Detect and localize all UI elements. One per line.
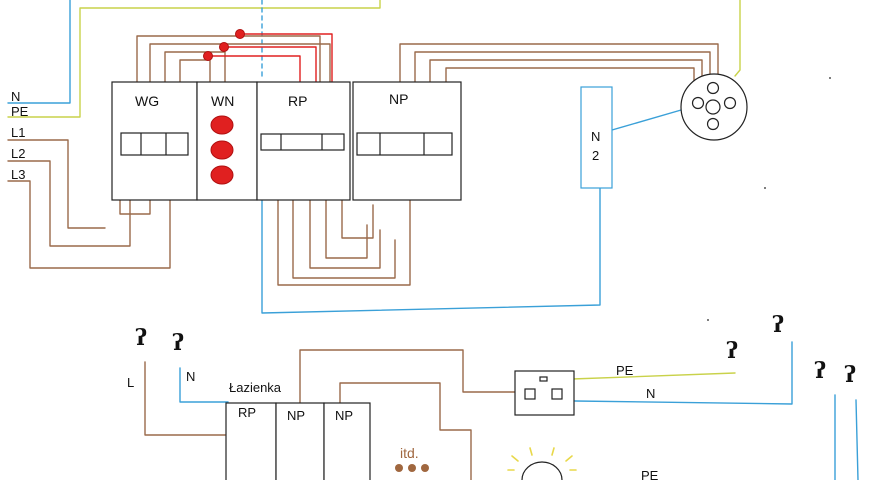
squiggle-4: ʔ — [772, 312, 784, 338]
bottom-module-np-2-label: NP — [335, 408, 353, 423]
wire-neutral-return — [261, 187, 601, 314]
wire-loop-top-1 — [136, 35, 321, 83]
wire-to-socket-3 — [429, 59, 703, 87]
lamp-icon — [521, 461, 563, 480]
wire-l2 — [7, 160, 131, 247]
squiggle-2: ʔ — [172, 330, 184, 356]
supply-label-l3: L3 — [11, 167, 25, 182]
wire-neutral-feed — [7, 0, 71, 104]
indicator-light-1 — [210, 115, 234, 135]
wire-bottom-l — [144, 361, 226, 436]
wire-loop-low-2 — [292, 199, 396, 279]
lamp-wire-label-pe: PE — [641, 468, 659, 480]
indicator-dot-2 — [219, 42, 229, 52]
module-n2-label-2: 2 — [592, 148, 599, 163]
wire-wg-out — [119, 199, 151, 215]
indicator-dot-3 — [203, 51, 213, 61]
lamp-ray-2 — [511, 455, 519, 462]
wire-right-vert-2 — [855, 399, 859, 480]
bottom-input-label-l: L — [127, 375, 134, 390]
room-label: Łazienka — [229, 380, 282, 395]
wire-loop-low-4 — [325, 199, 368, 259]
module-rp-label: RP — [288, 93, 307, 109]
supply-label-l2: L2 — [11, 146, 25, 161]
stray-dot-1 — [829, 77, 831, 79]
wire-indicator-3 — [207, 55, 301, 83]
lamp-ray-4 — [551, 447, 555, 456]
module-np-label: NP — [389, 91, 408, 107]
wire-bottom-brown-2 — [339, 382, 472, 480]
supply-label-l1: L1 — [11, 125, 25, 140]
module-wn-label: WN — [211, 93, 234, 109]
wire-to-socket-1 — [399, 43, 719, 83]
wire-pe-right-feed — [734, 0, 741, 77]
indicator-dot-1 — [235, 29, 245, 39]
wire-loop-top-4 — [179, 59, 211, 83]
lamp-ray-3 — [529, 447, 533, 456]
socket-pin-2 — [691, 96, 705, 110]
wire-loop-low-1 — [277, 199, 411, 286]
wire-loop-top-3 — [164, 51, 226, 83]
wire-l1 — [7, 139, 106, 229]
bottom-module-np-1-label: NP — [287, 408, 305, 423]
squiggle-6: ʔ — [844, 362, 856, 388]
module-np-switch — [356, 132, 453, 156]
indicator-light-3 — [210, 165, 234, 185]
wire-pe-feed — [7, 0, 381, 118]
stray-dot-2 — [764, 187, 766, 189]
wall-socket-pin-pe — [539, 376, 548, 382]
squiggle-1: ʔ — [135, 325, 147, 351]
module-n2-label-n: N — [591, 129, 600, 144]
supply-label-pe: PE — [11, 104, 29, 119]
itd-dot-1 — [395, 464, 403, 472]
socket-wire-label-n: N — [646, 386, 655, 401]
wire-indicator-1 — [239, 33, 333, 83]
wall-socket-pin-n — [551, 388, 563, 400]
wire-n2-to-socket — [611, 107, 689, 131]
lamp-ray-5 — [565, 455, 573, 462]
module-bottom-np-2 — [323, 402, 371, 480]
socket-pin-4 — [705, 99, 721, 115]
itd-label: itd. — [400, 445, 419, 461]
wire-loop-low-3 — [309, 199, 381, 269]
wall-socket-pin-l — [524, 388, 536, 400]
module-wg-switch — [120, 132, 189, 156]
wire-l3 — [7, 180, 171, 269]
module-rp-switch — [260, 133, 345, 151]
module-n2 — [580, 86, 613, 189]
wire-bottom-brown-1 — [299, 349, 516, 406]
socket-pin-3 — [723, 96, 737, 110]
wire-indicator-2 — [223, 46, 317, 83]
stray-dot-3 — [707, 319, 709, 321]
wire-loop-low-5 — [341, 199, 374, 239]
wire-loop-top-2 — [149, 43, 331, 83]
module-wg-label: WG — [135, 93, 159, 109]
indicator-light-2 — [210, 140, 234, 160]
wire-socket-pe — [571, 372, 736, 380]
squiggle-5: ʔ — [814, 358, 826, 384]
supply-label-n: N — [11, 89, 20, 104]
bottom-input-label-n: N — [186, 369, 195, 384]
socket-pin-1 — [706, 81, 720, 95]
bottom-module-rp-label: RP — [238, 405, 256, 420]
wire-to-socket-2 — [414, 51, 711, 83]
socket-wire-label-pe: PE — [616, 363, 634, 378]
wire-to-socket-4 — [445, 67, 695, 91]
itd-dot-2 — [408, 464, 416, 472]
module-bottom-np-1 — [275, 402, 325, 480]
socket-pin-5 — [706, 117, 720, 131]
wire-socket-n — [574, 341, 793, 405]
squiggle-3: ʔ — [726, 338, 738, 364]
wire-bottom-n — [179, 367, 229, 403]
itd-dot-3 — [421, 464, 429, 472]
